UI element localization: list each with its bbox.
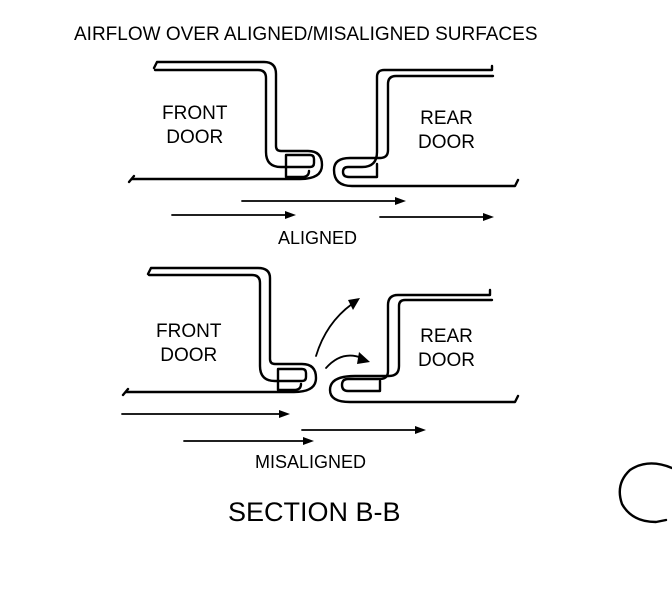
- arrowhead-icon: [348, 298, 360, 310]
- arrowhead-icon: [279, 410, 290, 418]
- arrowhead-icon: [285, 211, 296, 219]
- diagram-title: AIRFLOW OVER ALIGNED/MISALIGNED SURFACES: [74, 24, 538, 45]
- arrowhead-icon: [483, 213, 494, 221]
- misaligned-airflow-arrows: [121, 410, 426, 445]
- aligned-front-door-panel: [127, 60, 324, 184]
- aligned-front-door-label: FRONT DOOR: [162, 103, 228, 148]
- misaligned-front-door-label: FRONT DOOR: [156, 321, 222, 366]
- arrowhead-icon: [357, 352, 370, 364]
- misaligned-front-door-panel: [121, 266, 318, 397]
- misaligned-rear-door-panel: [328, 288, 520, 404]
- aligned-label: ALIGNED: [278, 228, 358, 248]
- arrowhead-icon: [303, 437, 314, 445]
- misaligned-rear-door-label: REAR DOOR: [418, 326, 475, 371]
- aligned-airflow-arrows: [171, 197, 494, 221]
- misaligned-disturbed-airflow: [315, 298, 370, 369]
- arrowhead-icon: [395, 197, 406, 205]
- misaligned-label: MISALIGNED: [255, 452, 367, 472]
- aligned-rear-door-label: REAR DOOR: [418, 108, 475, 153]
- arrowhead-icon: [415, 426, 426, 434]
- aligned-rear-door-panel: [332, 64, 520, 188]
- edge-circle-fragment: [618, 462, 672, 524]
- section-label: SECTION B-B: [228, 497, 401, 527]
